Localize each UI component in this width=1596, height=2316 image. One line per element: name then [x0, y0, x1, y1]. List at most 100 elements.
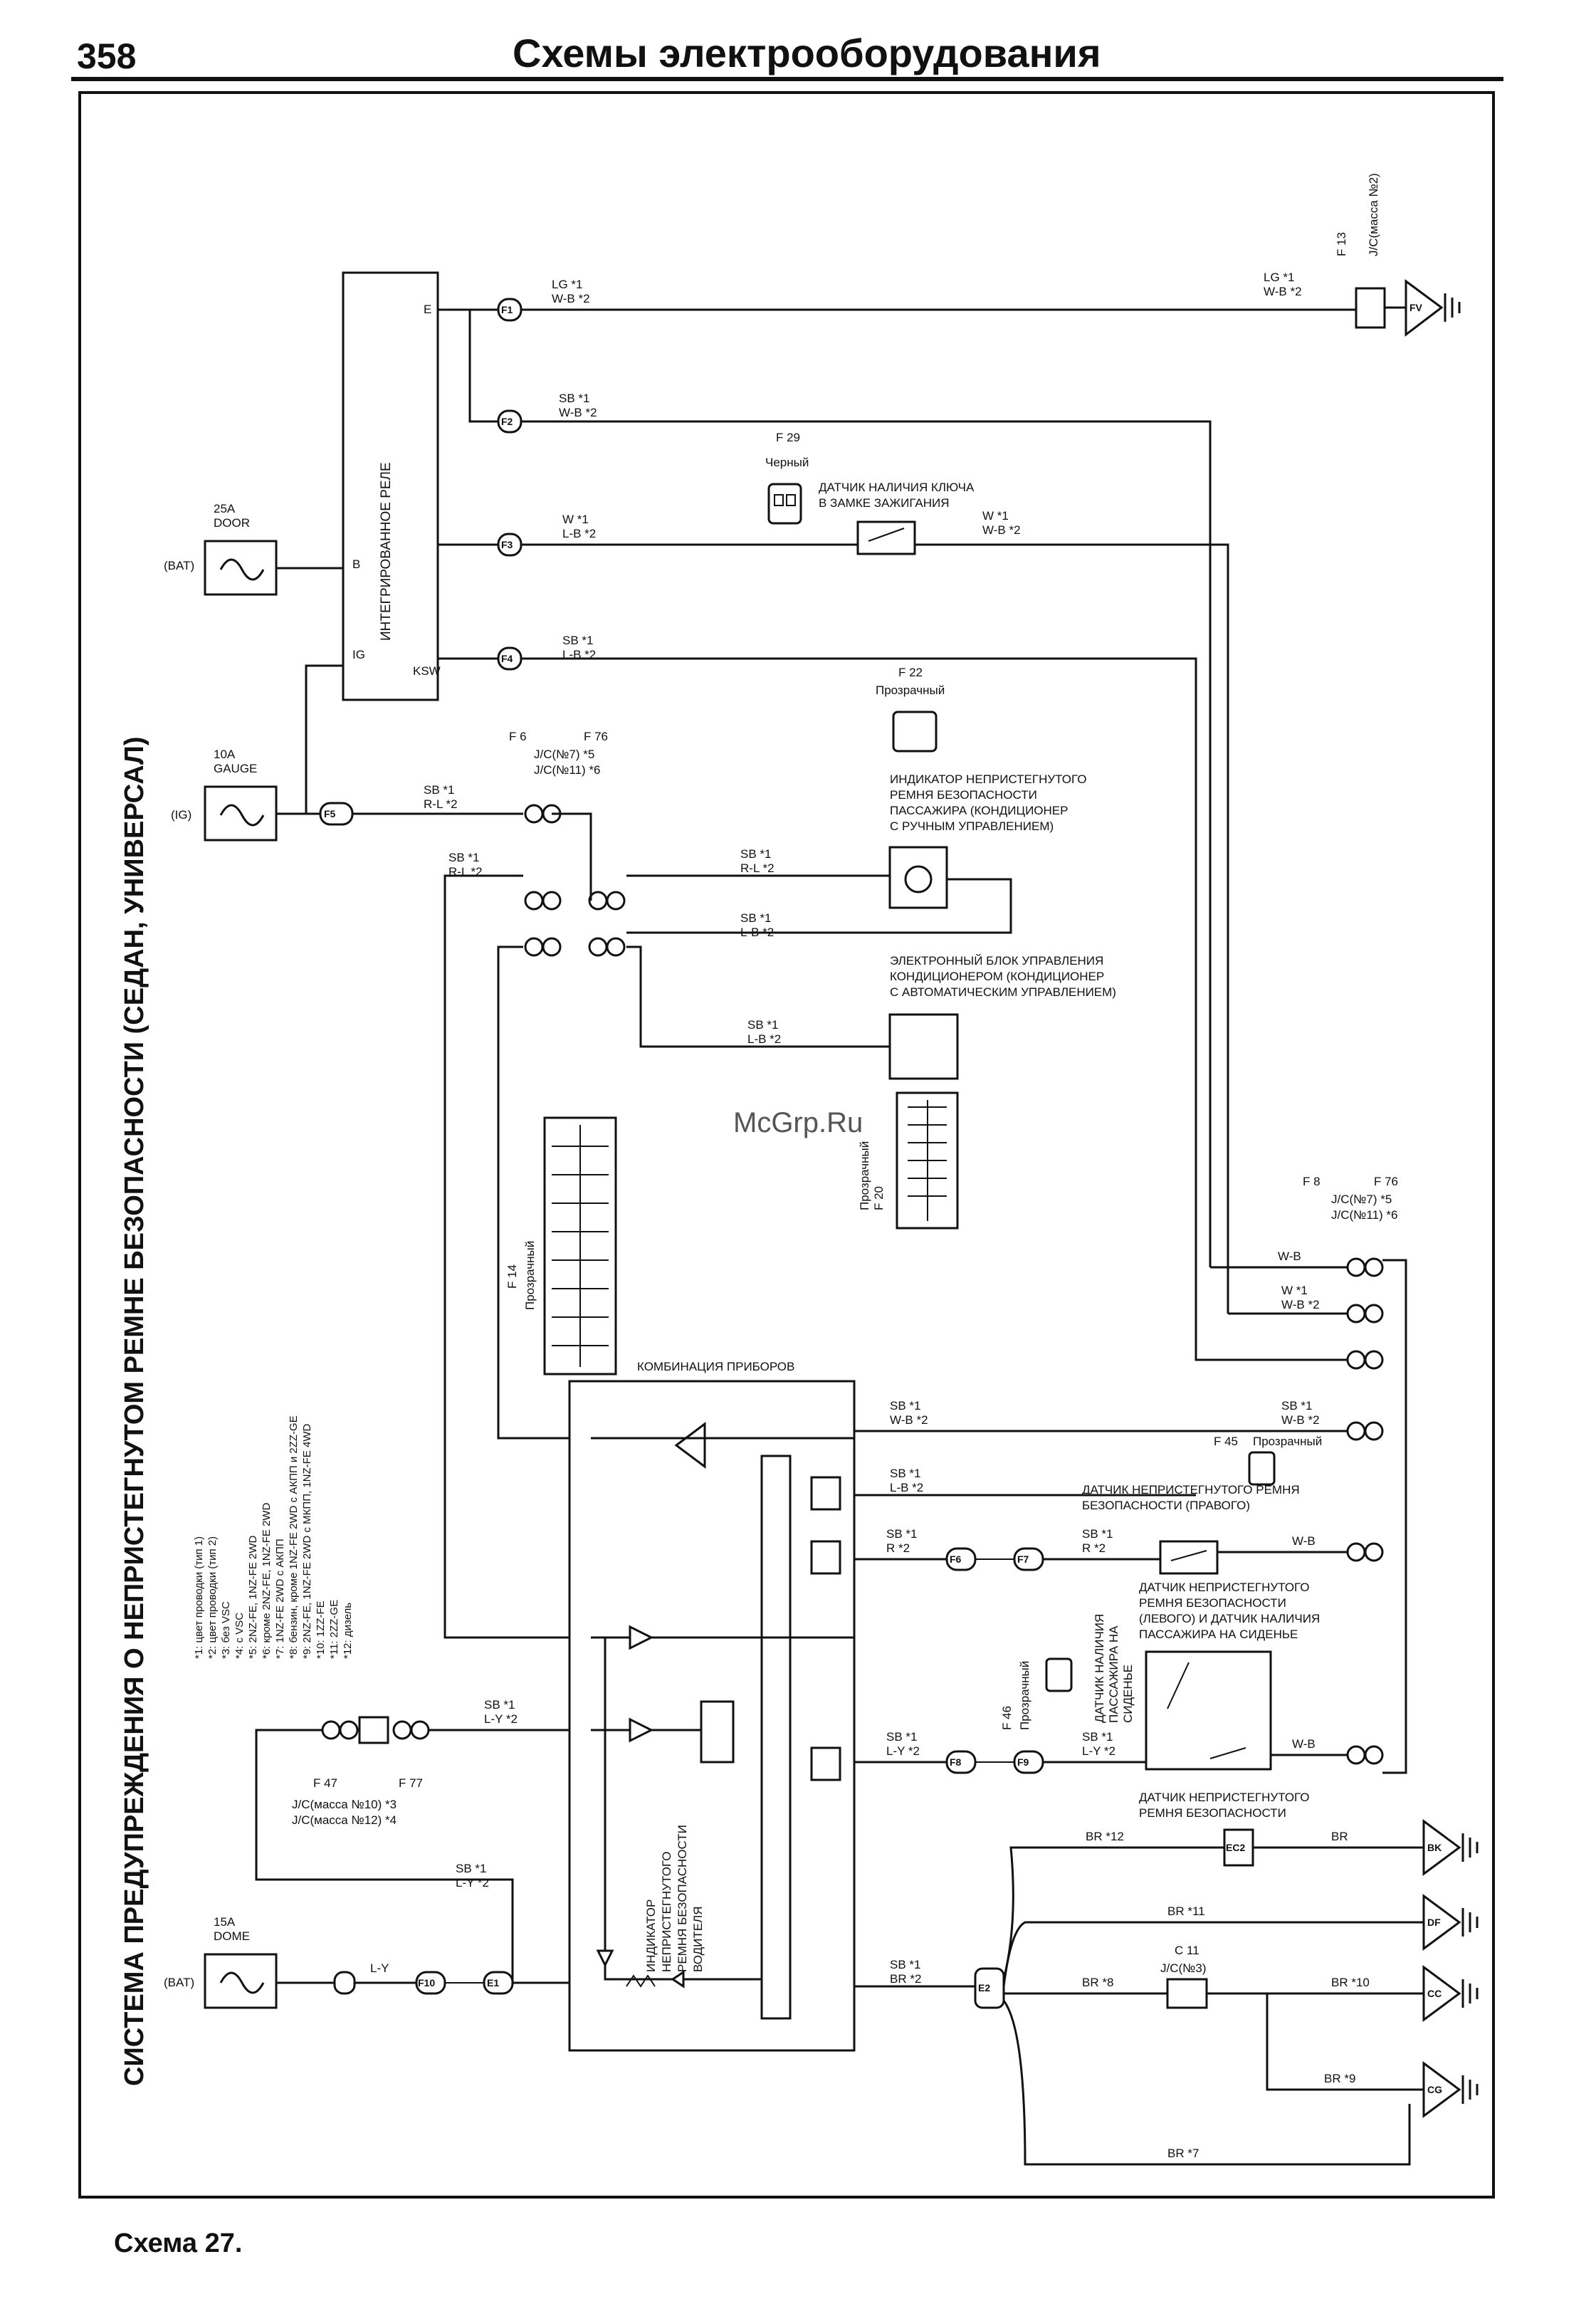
svg-text:F1: F1 — [501, 304, 513, 315]
svg-text:F6: F6 — [950, 1553, 962, 1565]
wire-sb-l — [497, 945, 591, 1440]
meter-block — [810, 1746, 841, 1781]
right-belt-label: ДАТЧИК НЕПРИСТЕГНУТОГО РЕМНЯ — [1082, 1483, 1300, 1497]
fuse-dome-rating: 15A — [214, 1915, 236, 1929]
svg-text:E: E — [424, 303, 431, 316]
diode — [629, 1717, 654, 1743]
combo-label: КОМБИНАЦИЯ ПРИБОРОВ — [637, 1360, 794, 1373]
figure-caption: Схема 27. — [114, 2228, 243, 2258]
wire-label: L-B *2 — [562, 527, 596, 540]
indicator-connector: F 22 Прозрачный — [876, 666, 945, 753]
jc-f13 — [1355, 287, 1386, 329]
jc-mid1-a: F 6 — [509, 730, 527, 743]
wire-label: BR *7 — [1167, 2147, 1199, 2160]
wire-label: W-B — [1292, 1737, 1316, 1751]
meter-block — [810, 1540, 841, 1575]
svg-text:Прозрачный: Прозрачный — [858, 1141, 871, 1210]
integrated-relay: ИНТЕГРИРОВАННОЕ РЕЛЕ B IG E KSW — [342, 271, 441, 701]
meter-internal — [604, 1638, 762, 1981]
switch-contact — [1170, 1550, 1207, 1561]
belt-sensor-label: РЕМНЯ БЕЗОПАСНОСТИ — [1139, 1806, 1286, 1820]
watermark: McGrp.Ru — [733, 1107, 863, 1138]
wire-label: SB *1 — [484, 1698, 515, 1712]
wire-label: L-Y *2 — [1082, 1744, 1115, 1758]
svg-text:F 46: F 46 — [1000, 1706, 1014, 1730]
wire-label: L-Y — [370, 1961, 389, 1975]
belt-sensor-label: ДАТЧИК НЕПРИСТЕГНУТОГО — [1139, 1791, 1310, 1804]
wire-br7 — [1002, 2000, 1411, 2166]
wire-sb-lb-jc — [1195, 1260, 1348, 1361]
wire-label: W-B *2 — [1264, 285, 1302, 298]
wire-label: W-B *2 — [890, 1413, 928, 1427]
wire-sb-rl-combo — [443, 874, 591, 1639]
wire-label: SB *1 — [1082, 1527, 1113, 1541]
left-belt-label: (ЛЕВОГО) И ДАТЧИК НАЛИЧИЯ — [1139, 1612, 1320, 1625]
jc-mid1-l1: J/C(№7) *5 — [534, 748, 594, 761]
f46-label: ПАССАЖИРА НА — [1107, 1625, 1120, 1723]
wire-sb-lb — [521, 657, 1197, 1260]
wire-label: W-B *2 — [1281, 1298, 1320, 1311]
diode — [629, 1625, 654, 1650]
fuse-dome-source: (BAT) — [164, 1976, 194, 1989]
wire-label: SB *1 — [424, 783, 454, 797]
jc-f13-id: F 13 — [1335, 232, 1348, 256]
wire-label: BR — [1331, 1830, 1348, 1843]
svg-text:Прозрачный: Прозрачный — [1018, 1661, 1031, 1730]
key-sensor-label: ДАТЧИК НАЛИЧИЯ КЛЮЧА — [819, 481, 975, 494]
wire-label: SB *1 — [747, 1018, 778, 1032]
connector-f2: F2 — [497, 409, 523, 434]
fuse-gauge-source: (IG) — [171, 808, 191, 822]
wire-label: L-B *2 — [890, 1481, 923, 1494]
fuse-door: DOOR 25A (BAT) — [164, 502, 278, 596]
wire-label: L-B *2 — [740, 926, 774, 939]
connector-dome — [333, 1971, 356, 1995]
wire-label: SB *1 — [1082, 1730, 1113, 1744]
svg-text:Прозрачный: Прозрачный — [876, 683, 945, 697]
wire-label: SB *1 — [456, 1862, 486, 1875]
wire-sb-lb-indicator — [626, 878, 1012, 934]
wire-label: BR *11 — [1167, 1904, 1205, 1918]
wire-label: SB *1 — [740, 911, 771, 925]
combo-connector: F 14 Прозрачный — [505, 1116, 617, 1376]
driver-indicator-label: РЕМНЯ БЕЗОПАСНОСТИ — [676, 1825, 689, 1972]
jc-c11-name: J/C(№3) — [1160, 1961, 1207, 1975]
jc-mass-b: F 77 — [399, 1776, 423, 1790]
svg-text:F2: F2 — [501, 416, 513, 427]
left-belt-label: ДАТЧИК НЕПРИСТЕГНУТОГО — [1139, 1581, 1310, 1594]
key-sensor-label: В ЗАМКЕ ЗАЖИГАНИЯ — [819, 496, 950, 510]
jc-mass-l1: J/C(масса №10) *3 — [292, 1798, 397, 1811]
wire-label: R *2 — [1082, 1541, 1106, 1555]
fuse-gauge-rating: 10A — [214, 748, 236, 761]
svg-text:KSW: KSW — [413, 664, 441, 678]
wire-label: BR *8 — [1082, 1976, 1113, 1989]
svg-text:E2: E2 — [978, 1982, 990, 1993]
svg-text:DF: DF — [1427, 1917, 1441, 1928]
ground-df: DF — [1422, 1894, 1479, 1951]
fuse-dome: DOME 15A (BAT) — [164, 1915, 278, 2009]
wire-label: W *1 — [982, 509, 1009, 523]
f45-connector: F 45 Прозрачный — [1214, 1435, 1322, 1486]
switch-contact — [1167, 1662, 1246, 1759]
ground-cg: CG — [1422, 2061, 1479, 2118]
wire-ly-dome — [255, 1729, 514, 1983]
connector-f1: F1 — [497, 298, 523, 322]
jc-mass-l2: J/C(масса №12) *4 — [292, 1813, 397, 1827]
jc-c11-id: C 11 — [1175, 1944, 1199, 1957]
wire-label: R-L *2 — [740, 861, 775, 875]
svg-text:F4: F4 — [501, 653, 513, 664]
wire-label: SB *1 — [886, 1527, 917, 1541]
diagram-frame — [78, 91, 1495, 2199]
f46-label: ДАТЧИК НАЛИЧИЯ — [1093, 1614, 1106, 1723]
meter-block — [810, 1476, 841, 1511]
svg-text:F10: F10 — [418, 1977, 435, 1988]
wire-label: W *1 — [562, 513, 589, 526]
wire-relay-sb — [468, 310, 498, 423]
wire-label: L-B *2 — [562, 648, 596, 661]
wire-label: BR *12 — [1086, 1830, 1124, 1843]
jc-f13-name: J/C(масса №2) — [1367, 173, 1380, 256]
page-title: Схемы электрооборудования — [513, 31, 1101, 75]
wire-label: W-B — [1278, 1249, 1301, 1263]
meter-block — [700, 1700, 735, 1764]
wire-label: SB *1 — [562, 634, 593, 647]
svg-text:F5: F5 — [324, 808, 336, 819]
